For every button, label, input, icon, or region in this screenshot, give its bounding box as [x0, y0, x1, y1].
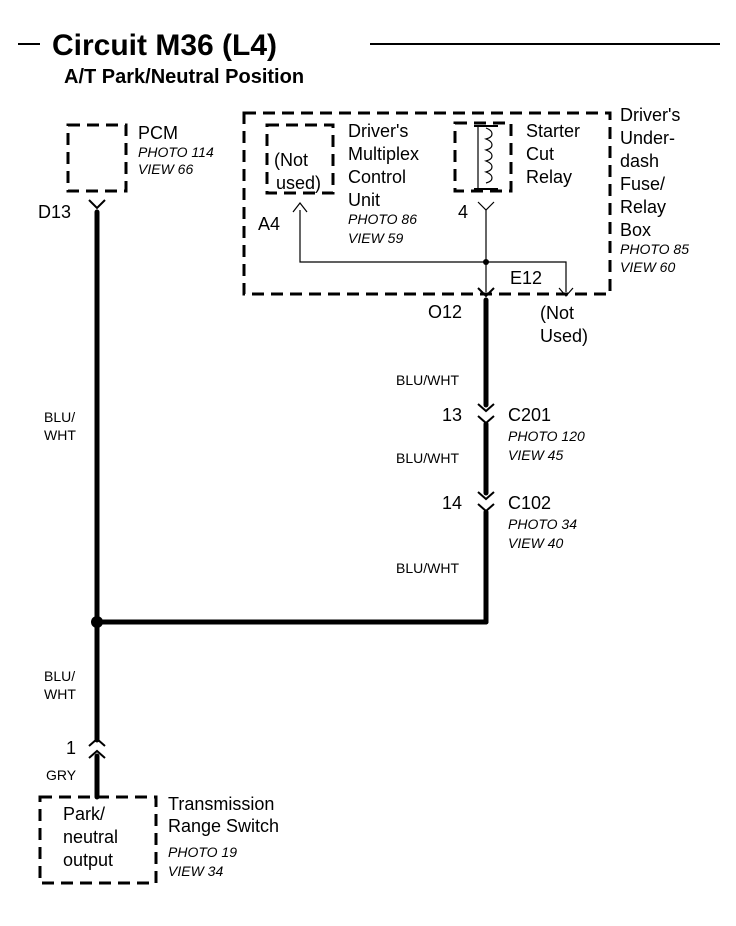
c102-pin-label: 14	[442, 493, 462, 513]
switch-view-ref: VIEW 34	[168, 863, 223, 879]
c201-label: C201	[508, 405, 551, 425]
relay-pin-label: 4	[458, 202, 468, 222]
c201-view-ref: VIEW 45	[508, 447, 563, 463]
e12-terminal-icon	[558, 287, 574, 297]
mcu-label-line4: Unit	[348, 190, 380, 210]
connector-switch: 1	[66, 737, 106, 759]
left-wire-color-line1: BLU/	[44, 409, 75, 425]
c102-label: C102	[508, 493, 551, 513]
switch-label-line1: Transmission	[168, 794, 274, 814]
internal-bus-wire	[299, 210, 567, 292]
relay-label-line2: Cut	[526, 144, 554, 164]
pcm-box	[66, 123, 128, 193]
switch-photo-ref: PHOTO 19	[168, 844, 237, 860]
splice-point	[91, 616, 103, 628]
wire-labels: BLU/ WHT BLU/WHT BLU/WHT BLU/WHT BLU/ WH…	[44, 372, 459, 783]
switch-connector-icon	[88, 737, 106, 759]
switch-box-text-line3: output	[63, 850, 113, 870]
mcu-terminal-icon	[292, 202, 308, 213]
mcu-pin-label: A4	[258, 214, 280, 234]
c102-photo-ref: PHOTO 34	[508, 516, 577, 532]
o12-terminal-icon	[477, 287, 495, 298]
connector-c201: 13 C201 PHOTO 120 VIEW 45	[442, 403, 585, 463]
not-used-line1: (Not	[540, 303, 574, 323]
fuse-box-photo-ref: PHOTO 85	[620, 241, 689, 257]
fuse-box-label-line5: Relay	[620, 197, 666, 217]
fuse-relay-box: Driver's Under- dash Fuse/ Relay Box PHO…	[242, 105, 689, 346]
pcm-component: PCM PHOTO 114 VIEW 66 D13	[38, 123, 214, 222]
pcm-pin-label: D13	[38, 202, 71, 222]
diagram-title: Circuit M36 (L4)	[52, 29, 277, 62]
right-wire-color-1: BLU/WHT	[396, 372, 459, 388]
mcu-box	[265, 123, 335, 195]
pcm-label: PCM	[138, 123, 178, 143]
c201-photo-ref: PHOTO 120	[508, 428, 585, 444]
switch-box-text-line1: Park/	[63, 804, 105, 824]
relay-label-line1: Starter	[526, 121, 580, 141]
fuse-box-label-line3: dash	[620, 151, 659, 171]
mcu-label-line2: Multiplex	[348, 144, 419, 164]
fuse-box-outline	[242, 111, 612, 296]
relay-box	[453, 121, 513, 193]
fuse-box-view-ref: VIEW 60	[620, 259, 675, 275]
c201-connector-icon	[477, 403, 495, 425]
not-used-line2: Used)	[540, 326, 588, 346]
fuse-box-label-line6: Box	[620, 220, 651, 240]
switch-label-line2: Range Switch	[168, 816, 279, 836]
mcu-view-ref: VIEW 59	[348, 230, 403, 246]
bottom-wire-color-line2: WHT	[44, 686, 76, 702]
relay-label-line3: Relay	[526, 167, 572, 187]
c102-view-ref: VIEW 40	[508, 535, 563, 551]
o12-pin-label: O12	[428, 302, 462, 322]
fuse-box-label-line2: Under-	[620, 128, 675, 148]
left-wire-color-line2: WHT	[44, 427, 76, 443]
switch-pin-label: 1	[66, 738, 76, 758]
mcu-box-text-line1: (Not	[274, 150, 308, 170]
right-wire-color-2: BLU/WHT	[396, 450, 459, 466]
switch-wire-color: GRY	[46, 767, 77, 783]
relay-coil-icon	[483, 127, 493, 184]
pcm-terminal-icon	[88, 199, 106, 210]
right-wire-color-3: BLU/WHT	[396, 560, 459, 576]
transmission-range-switch: Park/ neutral output Transmission Range …	[38, 794, 279, 885]
connector-c102: 14 C102 PHOTO 34 VIEW 40	[442, 491, 577, 551]
c201-pin-label: 13	[442, 405, 462, 425]
header: Circuit M36 (L4) A/T Park/Neutral Positi…	[18, 29, 720, 88]
switch-box	[38, 795, 158, 885]
mcu-photo-ref: PHOTO 86	[348, 211, 417, 227]
fuse-box-label-line4: Fuse/	[620, 174, 665, 194]
bottom-wire-color-line1: BLU/	[44, 668, 75, 684]
mcu-box-text-line2: used)	[276, 173, 321, 193]
mcu-label-line3: Control	[348, 167, 406, 187]
switch-box-text-line2: neutral	[63, 827, 118, 847]
pcm-photo-ref: PHOTO 114	[138, 144, 214, 160]
main-wiring	[91, 209, 489, 800]
relay-terminal-icon	[477, 201, 495, 211]
c102-connector-icon	[477, 491, 495, 513]
fuse-box-label-line1: Driver's	[620, 105, 680, 125]
diagram-subtitle: A/T Park/Neutral Position	[64, 66, 304, 88]
internal-splice-dot	[483, 259, 489, 265]
pcm-view-ref: VIEW 66	[138, 161, 193, 177]
mcu-label-line1: Driver's	[348, 121, 408, 141]
e12-pin-label: E12	[510, 268, 542, 288]
